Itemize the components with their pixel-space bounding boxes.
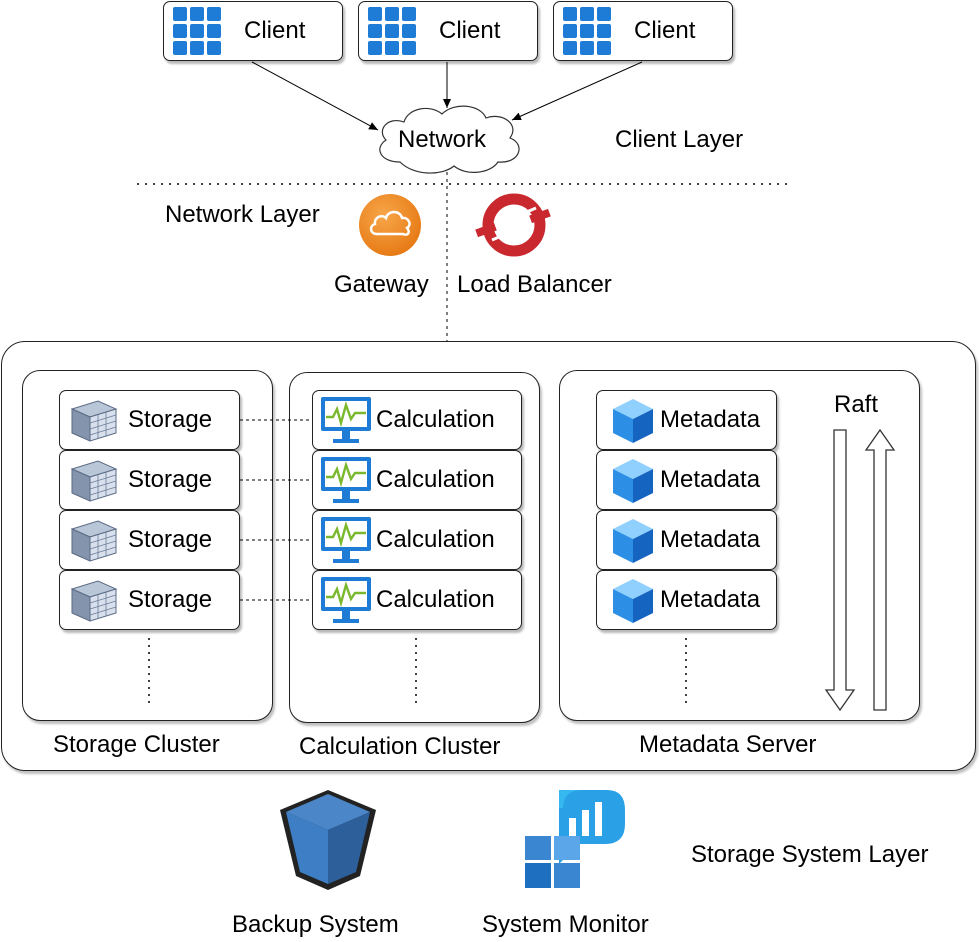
metadata-cube-icon — [613, 579, 653, 623]
storage-server-icon — [70, 400, 118, 442]
monitor-chart-icon — [321, 397, 371, 443]
metadata-node: Metadata — [596, 510, 777, 570]
monitor-chart-icon — [321, 457, 371, 503]
raft-arrows-icon — [824, 428, 896, 712]
client-grid-icon — [173, 7, 221, 55]
metadata-node: Metadata — [596, 570, 777, 630]
storage-system-layer-label: Storage System Layer — [691, 841, 929, 868]
client-grid-icon — [368, 7, 416, 55]
network-layer-label: Network Layer — [165, 201, 320, 228]
system-monitor-icon — [525, 790, 625, 888]
metadata-cube-icon — [613, 519, 653, 563]
storage-node: Storage — [59, 390, 240, 450]
metadata-server-title: Metadata Server — [639, 731, 817, 758]
client-node: Client — [358, 1, 538, 61]
metadata-node: Metadata — [596, 450, 777, 510]
calculation-label: Calculation — [376, 526, 495, 553]
client-node: Client — [553, 1, 733, 61]
storage-server-icon — [70, 520, 118, 562]
client-label: Client — [244, 17, 306, 44]
storage-node: Storage — [59, 450, 240, 510]
gateway-label: Gateway — [334, 271, 429, 298]
calculation-node: Calculation — [312, 450, 522, 510]
storage-server-icon — [70, 460, 118, 502]
storage-cluster-title: Storage Cluster — [53, 731, 220, 758]
client-node: Client — [163, 1, 343, 61]
backup-system-label: Backup System — [232, 911, 399, 938]
client-label: Client — [439, 17, 501, 44]
metadata-cube-icon — [613, 459, 653, 503]
calculation-node: Calculation — [312, 510, 522, 570]
metadata-cube-icon — [613, 399, 653, 443]
client-label: Client — [634, 17, 696, 44]
load-balancer-label: Load Balancer — [457, 271, 612, 298]
storage-label: Storage — [128, 526, 213, 553]
storage-node: Storage — [59, 570, 240, 630]
metadata-label: Metadata — [660, 466, 761, 493]
arrow-client3-network — [511, 61, 643, 121]
monitor-chart-icon — [321, 577, 371, 623]
storage-label: Storage — [128, 586, 213, 613]
client-grid-icon — [563, 7, 611, 55]
storage-server-icon — [70, 580, 118, 622]
storage-node: Storage — [59, 510, 240, 570]
storage-label: Storage — [128, 406, 213, 433]
metadata-node: Metadata — [596, 390, 777, 450]
gateway-cloud-icon — [359, 194, 421, 256]
calculation-cluster-title: Calculation Cluster — [299, 733, 501, 760]
calculation-label: Calculation — [376, 406, 495, 433]
load-balancer-icon — [475, 193, 551, 257]
metadata-label: Metadata — [660, 406, 761, 433]
calculation-label: Calculation — [376, 586, 495, 613]
client-layer-label: Client Layer — [615, 126, 744, 153]
raft-label: Raft — [834, 391, 879, 418]
storage-label: Storage — [128, 466, 213, 493]
metadata-label: Metadata — [660, 586, 761, 613]
metadata-label: Metadata — [660, 526, 761, 553]
monitor-chart-icon — [321, 517, 371, 563]
system-monitor-label: System Monitor — [482, 911, 649, 938]
arrow-client1-network — [251, 61, 379, 131]
backup-system-icon — [280, 790, 376, 890]
network-label: Network — [398, 126, 487, 153]
calculation-node: Calculation — [312, 390, 522, 450]
network-cloud-shape — [379, 105, 520, 174]
calculation-label: Calculation — [376, 466, 495, 493]
calculation-node: Calculation — [312, 570, 522, 630]
